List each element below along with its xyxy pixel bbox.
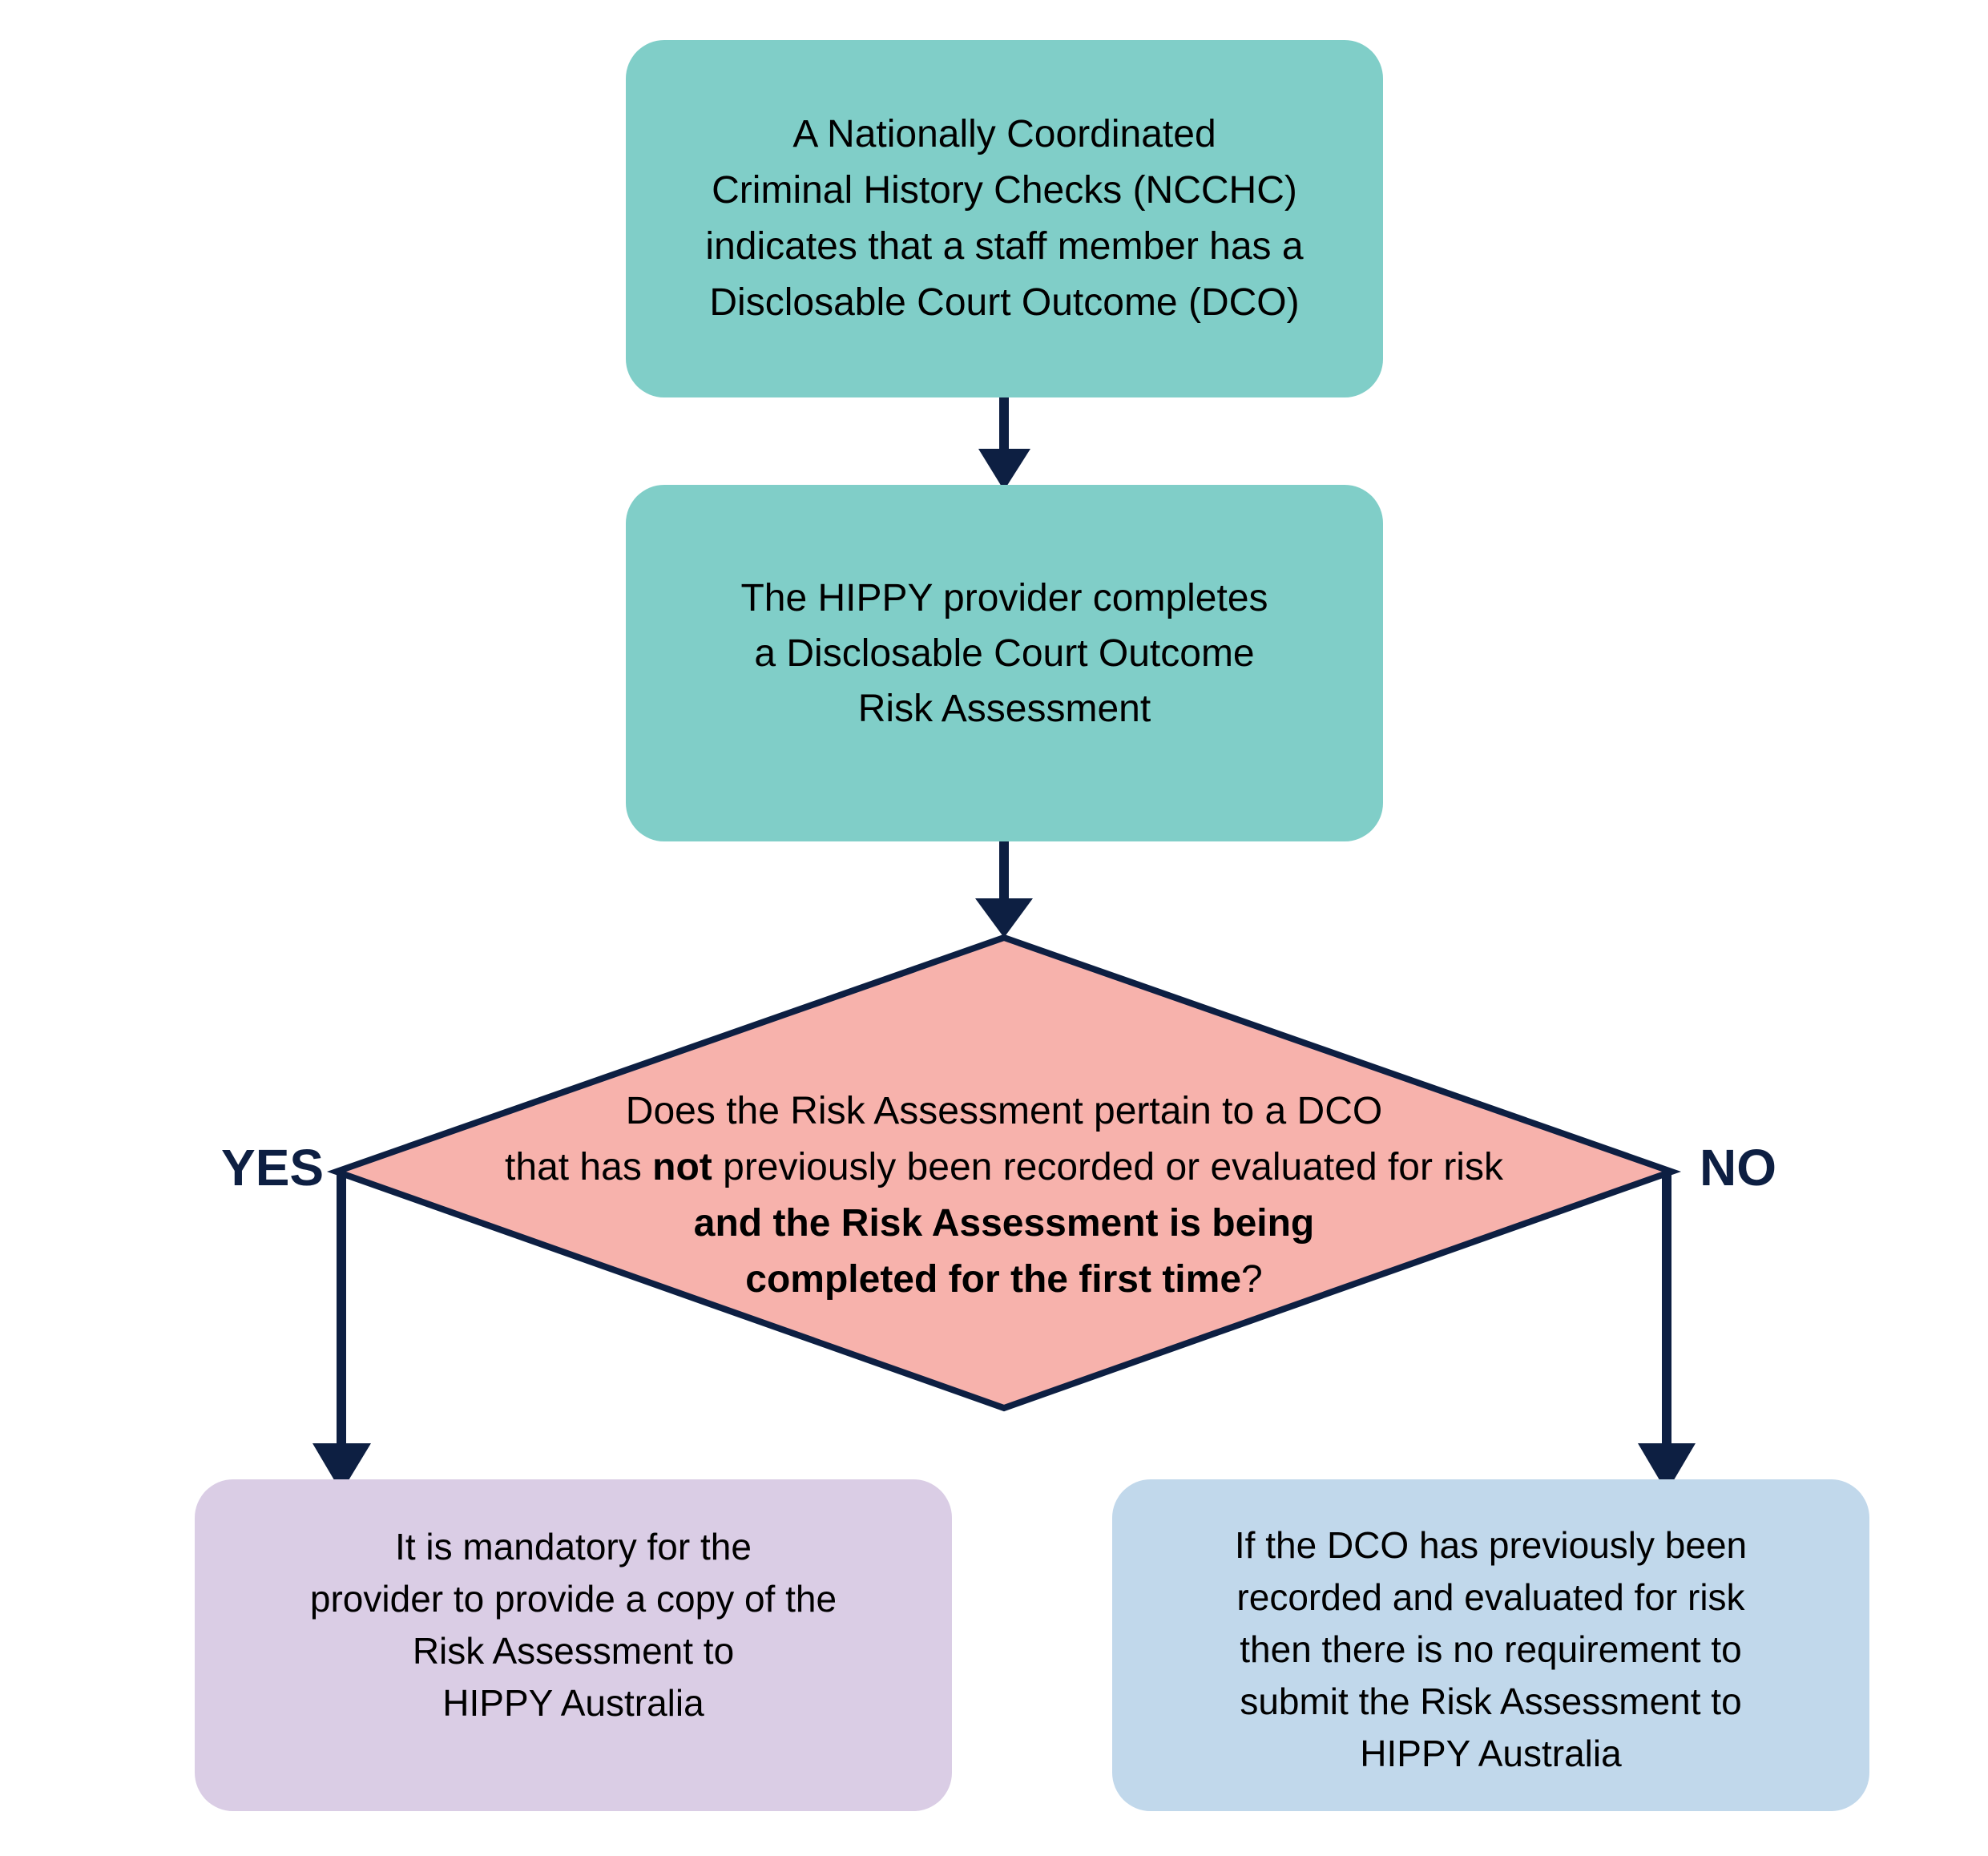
arrow-start-to-assessment <box>978 396 1030 490</box>
no-box-line: submit the Risk Assessment to <box>1240 1680 1742 1722</box>
yes-box-line: It is mandatory for the <box>395 1526 752 1568</box>
decision-emphasis-not: not <box>652 1146 712 1188</box>
arrow-yes-branch <box>313 1170 371 1492</box>
decision-line-2: that has not previously been recorded or… <box>417 1140 1591 1196</box>
arrow-shaft <box>999 840 1009 902</box>
arrow-head-icon <box>313 1443 371 1492</box>
arrow-shaft <box>1662 1170 1671 1446</box>
start-box-line: indicates that a staff member has a <box>705 225 1304 268</box>
start-box: A Nationally Coordinated Criminal Histor… <box>626 40 1383 397</box>
decision-question-mark: ? <box>1241 1258 1263 1301</box>
start-box-line: A Nationally Coordinated <box>792 113 1216 155</box>
no-outcome-box: If the DCO has previously been recorded … <box>1112 1479 1869 1811</box>
yes-outcome-box: It is mandatory for the provider to prov… <box>195 1479 952 1811</box>
assessment-box: The HIPPY provider completes a Disclosab… <box>626 485 1383 841</box>
arrow-head-icon <box>1638 1443 1696 1492</box>
no-box-line: If the DCO has previously been <box>1234 1523 1748 1566</box>
yes-box-line: HIPPY Australia <box>442 1682 704 1724</box>
assessment-box-line: a Disclosable Court Outcome <box>754 632 1255 675</box>
arrow-head-icon <box>978 449 1030 490</box>
arrow-shaft <box>337 1170 346 1446</box>
arrow-no-branch <box>1638 1170 1696 1492</box>
no-box-line: then there is no requirement to <box>1240 1628 1742 1670</box>
no-box-line: recorded and evaluated for risk <box>1236 1576 1745 1618</box>
decision-line-1: Does the Risk Assessment pertain to a DC… <box>625 1090 1383 1132</box>
decision-line-4: completed for the first time? <box>417 1252 1591 1308</box>
start-box-line: Criminal History Checks (NCCHC) <box>712 169 1297 212</box>
decision-line-2-post: previously been recorded or evaluated fo… <box>712 1146 1503 1188</box>
decision-line-4-bold: completed for the first time <box>745 1258 1242 1301</box>
start-box-line: Disclosable Court Outcome (DCO) <box>709 281 1300 324</box>
decision-question: Does the Risk Assessment pertain to a DC… <box>417 1083 1591 1308</box>
no-box-line: HIPPY Australia <box>1360 1732 1622 1774</box>
decision-line-2-pre: that has <box>505 1146 653 1188</box>
yes-box-line: provider to provide a copy of the <box>309 1578 837 1620</box>
decision-diamond <box>326 934 1682 1412</box>
arrow-shaft <box>999 396 1009 452</box>
assessment-box-line: The HIPPY provider completes <box>740 577 1268 619</box>
assessment-box-line: Risk Assessment <box>857 688 1151 730</box>
no-branch-label: NO <box>1700 1139 1776 1196</box>
yes-box-line: Risk Assessment to <box>412 1630 735 1672</box>
yes-branch-label: YES <box>221 1139 325 1196</box>
decision-line-3: and the Risk Assessment is being <box>693 1202 1315 1245</box>
arrow-head-icon <box>975 898 1033 938</box>
arrow-assessment-to-decision <box>975 840 1033 938</box>
